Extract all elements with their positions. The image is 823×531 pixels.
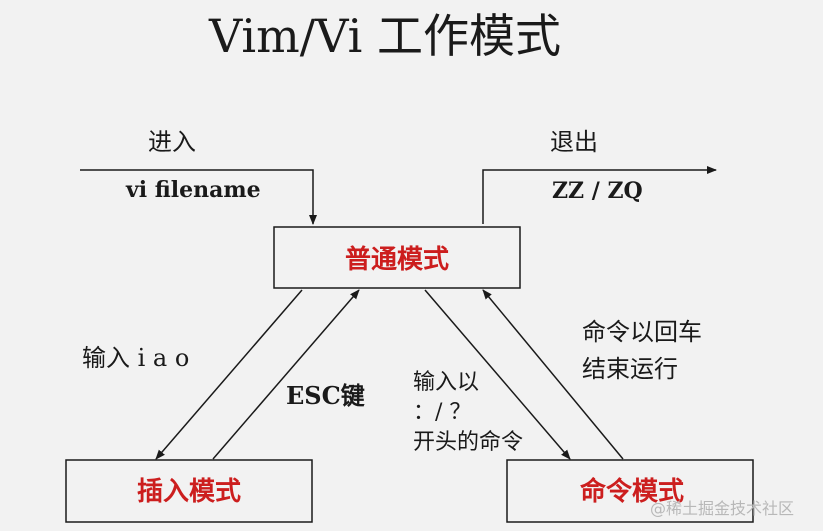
to-command-label-line2: ：/ ？ bbox=[413, 400, 471, 425]
back-to-normal-label-line1: 命令以回车 bbox=[582, 318, 702, 346]
back-to-normal-label-line2: 结束运行 bbox=[582, 355, 678, 383]
command-mode-label: 命令模式 bbox=[580, 476, 684, 507]
to-command-label-line3: 开头的命令 bbox=[413, 430, 523, 455]
arrow-normal-to-insert bbox=[155, 289, 303, 460]
arrow-command-to-normal bbox=[482, 289, 624, 460]
exit-command: ZZ / ZQ bbox=[552, 178, 643, 204]
diagram-title: Vim/Vi 工作模式 bbox=[208, 9, 561, 63]
esc-label: ESC键 bbox=[286, 381, 365, 410]
arrow-normal-to-command bbox=[424, 289, 571, 460]
exit-label: 退出 bbox=[550, 128, 598, 156]
normal-mode-box bbox=[273, 226, 521, 289]
enter-label: 进入 bbox=[148, 128, 196, 156]
exit-arrow bbox=[482, 166, 717, 224]
command-mode-box bbox=[506, 459, 754, 523]
normal-mode-label: 普通模式 bbox=[345, 244, 449, 275]
insert-mode-box bbox=[65, 459, 313, 523]
enter-arrow bbox=[80, 169, 317, 225]
to-command-label-line1: 输入以 bbox=[413, 370, 479, 395]
insert-mode-label: 插入模式 bbox=[137, 477, 241, 507]
to-insert-label: 输入 i a o bbox=[82, 344, 189, 372]
arrow-insert-to-normal bbox=[212, 289, 360, 460]
watermark: @稀土掘金技术社区 bbox=[650, 499, 794, 518]
enter-command: vi filename bbox=[125, 177, 261, 203]
